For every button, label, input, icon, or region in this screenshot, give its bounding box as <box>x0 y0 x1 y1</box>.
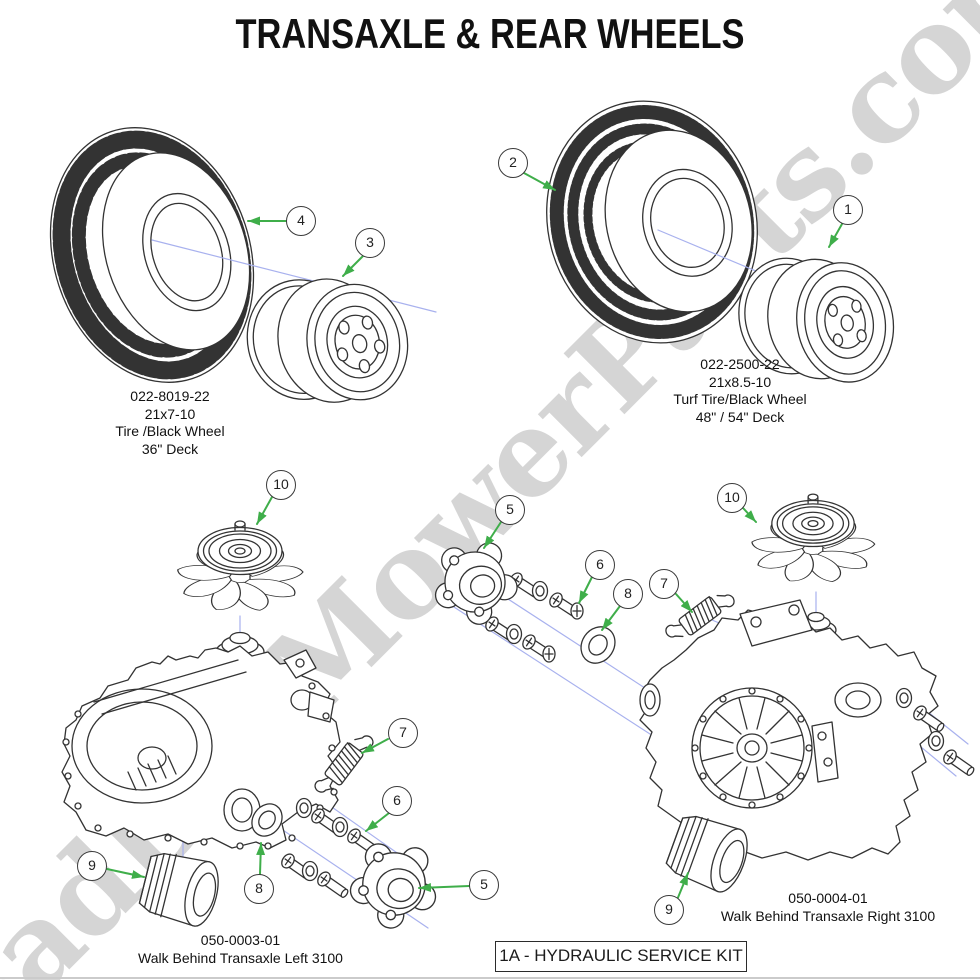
callout-center-bolt[interactable]: 6 <box>585 550 615 580</box>
callout-left-bolts[interactable]: 6 <box>382 786 412 816</box>
right-wheel-label: 022-2500-22 21x8.5-10 Turf Tire/Black Wh… <box>633 356 847 426</box>
callout-arrows <box>106 172 843 901</box>
left-transaxle-drawing <box>61 631 341 850</box>
part-number: 022-8019-22 <box>130 388 210 404</box>
callout-center-hub[interactable]: 5 <box>495 495 525 525</box>
hydraulic-service-kit-link[interactable]: 1A - HYDRAULIC SERVICE KIT <box>495 941 747 972</box>
callout-right-wheel[interactable]: 1 <box>833 195 863 225</box>
callout-left-spring[interactable]: 7 <box>388 718 418 748</box>
callout-left-hub[interactable]: 5 <box>469 870 499 900</box>
part-deck: 48" / 54" Deck <box>695 408 785 425</box>
left-axle-hardware <box>251 797 442 934</box>
left-tire-drawing <box>49 127 255 383</box>
callout-left-washer[interactable]: 8 <box>244 874 274 904</box>
page-title: TRANSAXLE & REAR WHEELS <box>235 10 745 57</box>
part-desc: Turf Tire/Black Wheel <box>673 391 807 407</box>
callout-left-wheel[interactable]: 3 <box>355 228 385 258</box>
part-number: 050-0004-01 <box>788 890 868 906</box>
part-desc: Walk Behind Transaxle Left 3100 <box>138 949 343 966</box>
callout-left-fan[interactable]: 10 <box>266 470 296 500</box>
callout-left-tire[interactable]: 4 <box>286 206 316 236</box>
left-wheel-rim-drawing <box>246 278 409 403</box>
part-desc: Tire /Black Wheel <box>115 423 225 439</box>
part-size: 21x8.5-10 <box>708 373 772 390</box>
right-wheel-rim-drawing <box>738 257 895 383</box>
callout-right-spring[interactable]: 7 <box>649 569 679 599</box>
left-fan-drawing <box>174 521 303 613</box>
right-transaxle-label: 050-0004-01 Walk Behind Transaxle Right … <box>697 890 959 925</box>
callout-right-filter[interactable]: 9 <box>654 895 684 925</box>
right-fan-drawing <box>748 494 875 584</box>
callout-center-washer[interactable]: 8 <box>613 579 643 609</box>
part-deck: 36" Deck <box>141 440 199 457</box>
right-tire-drawing <box>546 100 758 344</box>
callout-right-fan[interactable]: 10 <box>717 483 747 513</box>
part-number: 022-2500-22 <box>700 356 780 372</box>
part-desc: Walk Behind Transaxle Right 3100 <box>720 907 936 924</box>
part-number: 050-0003-01 <box>200 932 281 948</box>
bottom-divider <box>0 977 980 979</box>
part-size: 21x7-10 <box>144 405 196 422</box>
center-axle-hardware <box>428 539 616 664</box>
left-oil-filter-drawing <box>136 847 225 931</box>
left-wheel-label: 022-8019-22 21x7-10 Tire /Black Wheel 36… <box>70 388 270 458</box>
right-transaxle-drawing <box>639 599 939 861</box>
left-transaxle-label: 050-0003-01 Walk Behind Transaxle Left 3… <box>118 932 363 967</box>
callout-left-filter[interactable]: 9 <box>77 851 107 881</box>
callout-right-tire[interactable]: 2 <box>498 148 528 178</box>
